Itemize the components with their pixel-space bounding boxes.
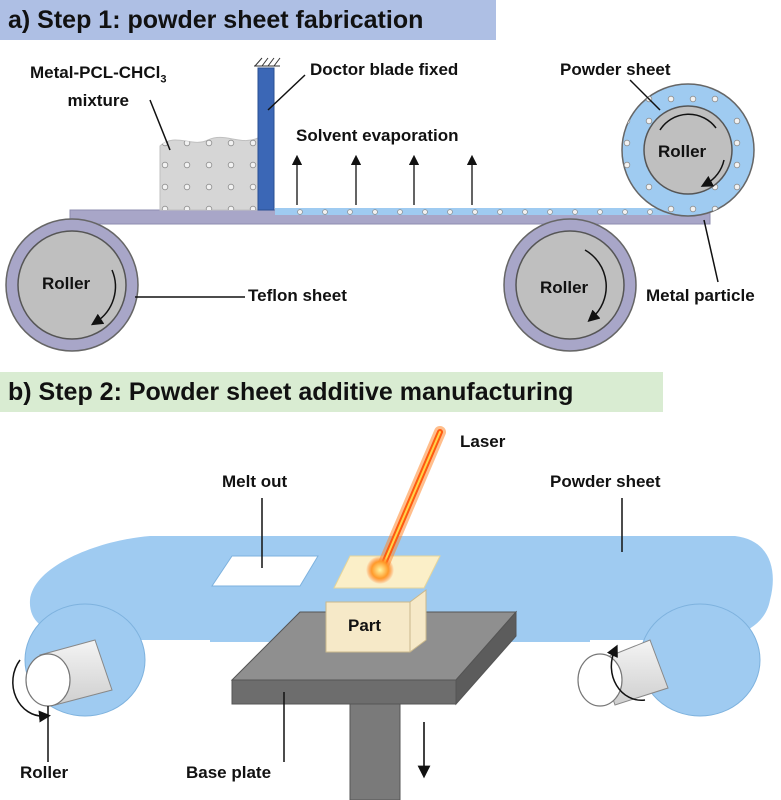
leader-lines-b (47, 498, 623, 762)
powder-sheet-label-a: Powder sheet (560, 60, 671, 79)
solvent-label: Solvent evaporation (296, 126, 459, 145)
base-plate-label: Base plate (186, 763, 272, 782)
metal-particle-label: Metal particle (646, 286, 755, 305)
evaporation-arrows (291, 154, 478, 205)
mixture-particles (160, 137, 258, 210)
right-shaft (577, 639, 669, 707)
roller-label-b: Roller (20, 763, 69, 782)
powder-sheet-label-b: Powder sheet (550, 472, 661, 491)
left-shaft (12, 639, 113, 723)
roller-label-left: Roller (42, 274, 91, 293)
roller-label-right: Roller (540, 278, 589, 297)
doctor-blade (254, 57, 281, 211)
panel-a-title: a) Step 1: powder sheet fabrication (0, 0, 496, 40)
melt-out-label: Melt out (222, 472, 288, 491)
powder-roll (621, 83, 755, 217)
roller-label-top: Roller (658, 142, 707, 161)
part-label: Part (348, 616, 382, 635)
part-block (325, 589, 427, 653)
laser-beam (366, 426, 446, 584)
left-roller (5, 218, 139, 352)
sheet-particles (297, 209, 653, 215)
doctor-blade-label: Doctor blade fixed (310, 60, 459, 79)
mixture-label: Metal-PCL-CHCl3 mixture (30, 63, 167, 111)
leader-lines-a (135, 74, 719, 298)
melt-out-window (211, 555, 319, 587)
laser-label: Laser (460, 432, 506, 451)
teflon-label: Teflon sheet (248, 286, 347, 305)
right-roller (503, 218, 637, 352)
powder-sheet-layer (275, 208, 695, 215)
panel-b-title: b) Step 2: Powder sheet additive manufac… (0, 372, 663, 412)
